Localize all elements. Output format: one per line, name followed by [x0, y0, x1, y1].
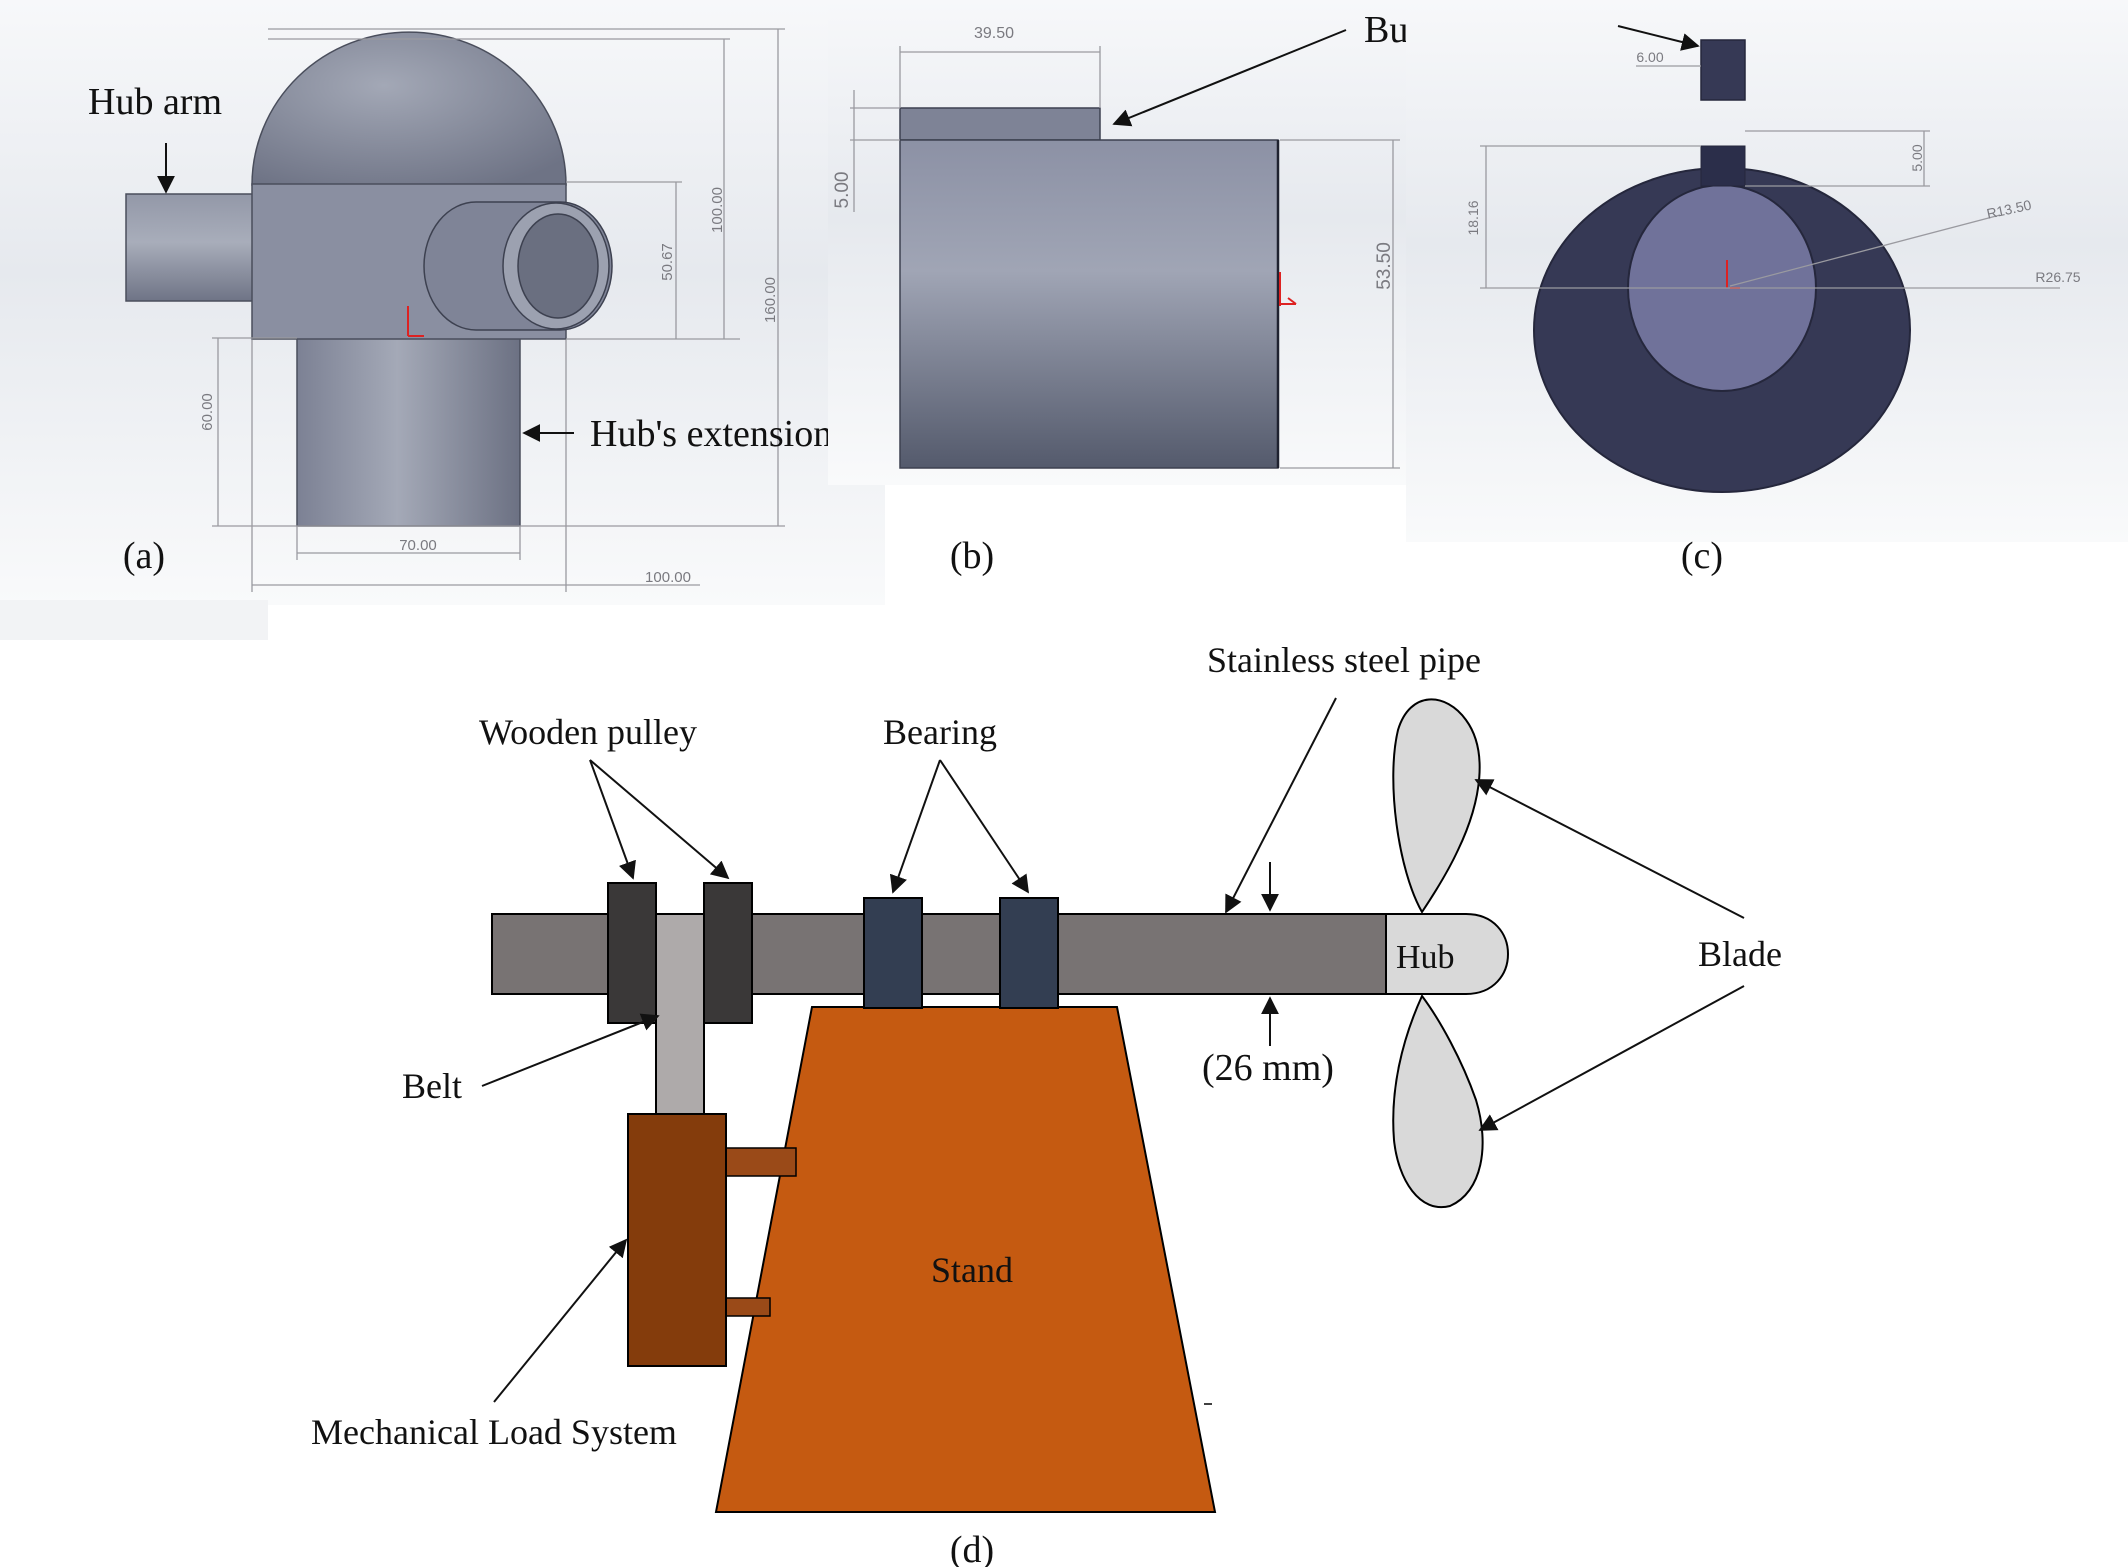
panel-c-bushing-front: 6.00 5.00 18.16 R13.50 R26.75 (c)	[1406, 0, 2128, 577]
wooden-pulley-left	[607, 882, 657, 1024]
bearing-right	[999, 897, 1059, 1009]
bushing-keyway	[1700, 145, 1746, 187]
label-bearing: Bearing	[883, 712, 997, 752]
dim-c-18-16: 18.16	[1465, 200, 1481, 235]
dim-b-53-50: 53.50	[1374, 242, 1395, 290]
hub-arm-cylinder	[125, 193, 267, 302]
label-hub-arm: Hub arm	[88, 81, 222, 123]
dim-a-50-67: 50.67	[659, 243, 676, 281]
label-stand: Stand	[931, 1250, 1013, 1290]
label-blade: Blade	[1698, 934, 1782, 974]
wooden-pulley-right	[703, 882, 753, 1024]
label-belt: Belt	[402, 1066, 462, 1106]
mechanical-load-system	[627, 1113, 727, 1367]
dim-a-100-bottom: 100.00	[645, 569, 691, 586]
dim-c-r26-75: R26.75	[2035, 269, 2080, 285]
caption-c: (c)	[1681, 535, 1723, 577]
bearing-left	[863, 897, 923, 1009]
bushing-key-top	[1700, 39, 1746, 101]
label-mechanical-load-system: Mechanical Load System	[311, 1412, 677, 1452]
dim-b-39-50: 39.50	[974, 25, 1014, 42]
bushing-key-block	[899, 107, 1101, 141]
bushing-body	[899, 139, 1279, 469]
dim-c-5-00: 5.00	[1909, 144, 1925, 171]
panel-b-bushing-side: 39.50 5.00 53.50 Bushing Key (b)	[828, 0, 1564, 577]
hub-dome	[251, 31, 567, 186]
hub-side-bore-hole	[517, 213, 599, 319]
label-pipe-diameter: (26 mm)	[1202, 1047, 1334, 1089]
hub-extension-cylinder	[296, 337, 521, 527]
hub-nose	[1385, 913, 1509, 995]
caption-d: (d)	[950, 1529, 994, 1567]
caption-b: (b)	[950, 535, 994, 577]
load-connector-bottom	[725, 1297, 771, 1317]
dim-a-160: 160.00	[762, 277, 779, 323]
panel-a-hub-cad: 100.00 50.67 160.00 60.00 70.00 100.00 H…	[0, 0, 885, 640]
dim-c-6-00: 6.00	[1636, 49, 1663, 65]
dim-a-60: 60.00	[199, 393, 216, 431]
load-connector-top	[725, 1147, 797, 1177]
label-hubs-extension: Hub's extension	[590, 413, 832, 455]
panel-d-assembly: Wooden pulley Bearing Stainless steel pi…	[311, 640, 1782, 1567]
label-wooden-pulley: Wooden pulley	[479, 712, 697, 752]
panel-a-background-tab	[0, 600, 268, 640]
dim-b-5-00: 5.00	[832, 172, 853, 209]
blade-top	[1392, 698, 1481, 914]
dim-a-100-top: 100.00	[709, 187, 726, 233]
belt	[655, 913, 705, 1115]
blade-bottom	[1392, 994, 1484, 1209]
label-hub: Hub	[1396, 939, 1455, 976]
caption-a: (a)	[123, 535, 165, 577]
dim-a-70: 70.00	[399, 537, 437, 554]
label-stainless-steel-pipe: Stainless steel pipe	[1207, 640, 1481, 680]
